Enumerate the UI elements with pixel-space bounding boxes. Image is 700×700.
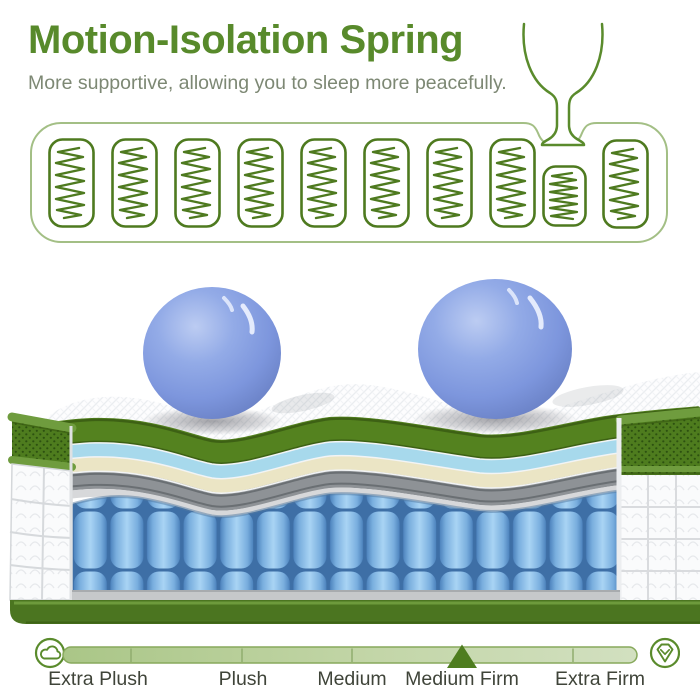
scale-label-extra-plush: Extra Plush (48, 668, 148, 690)
left-quilted-panel (9, 463, 73, 601)
pocket-coil-core (72, 491, 620, 596)
right-front-panel (615, 407, 700, 601)
surface-crease (552, 385, 624, 407)
mattress-illustration (7, 279, 700, 624)
gem-icon (649, 637, 680, 669)
page-title: Motion-Isolation Spring (28, 18, 464, 62)
ball-left-shadow (142, 407, 282, 435)
cloud-icon (34, 637, 66, 669)
base-gray-strip (72, 590, 620, 602)
pocket-spring (111, 138, 158, 228)
green-bottom-band (10, 600, 700, 624)
pocket-spring (426, 138, 473, 228)
compressed-pocket-spring (542, 165, 587, 227)
firmness-bar (62, 646, 638, 664)
firmness-marker (447, 644, 477, 668)
pocket-spring (237, 138, 284, 228)
comfort-layers (72, 430, 620, 596)
cut-edge-right (616, 418, 622, 601)
left-side-panel (7, 412, 77, 601)
ball-right (418, 279, 572, 419)
ball-left (143, 287, 281, 419)
surface-crease (271, 392, 335, 414)
pocket-spring (300, 138, 347, 228)
right-mesh-band (620, 409, 700, 475)
pocket-spring (363, 138, 410, 228)
scale-label-medium-firm: Medium Firm (405, 668, 519, 690)
scale-label-plush: Plush (218, 668, 268, 690)
scale-label-extra-firm: Extra Firm (555, 668, 645, 690)
pocket-spring (174, 138, 221, 228)
cut-edge-left (69, 426, 73, 600)
firmness-scale-graphic (34, 637, 680, 669)
firmness-bar-ticks (130, 648, 574, 662)
page-subtitle: More supportive, allowing you to sleep m… (28, 72, 507, 94)
wine-glass-icon (522, 22, 604, 147)
pocket-spring (48, 138, 95, 228)
scale-label-medium: Medium (317, 668, 387, 690)
